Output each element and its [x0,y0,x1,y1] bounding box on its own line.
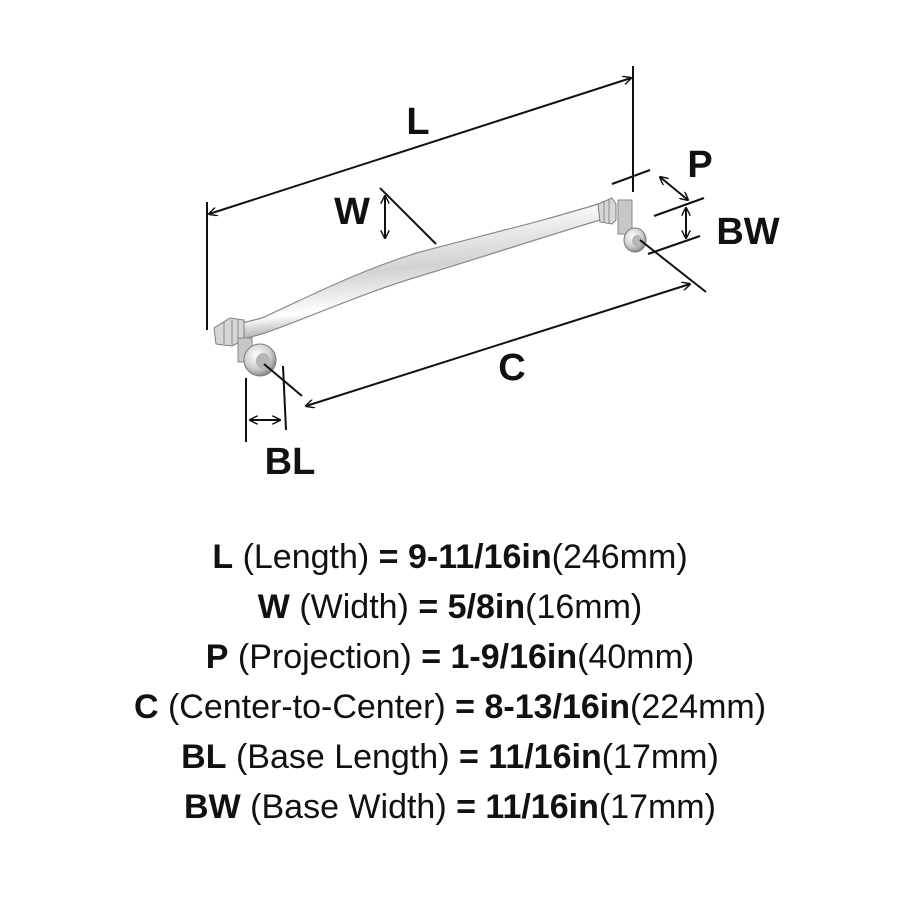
spec-equals: = [455,688,476,726]
spec-inch-value: 11/16in [488,738,602,776]
spec-inch-value: 11/16in [485,788,599,826]
spec-code: P [205,638,229,676]
spec-name: (Base Width) [250,788,447,826]
dimension-center-to-center: C [263,239,707,406]
spec-code: L [212,538,234,576]
handle-bar [237,203,613,341]
spec-row-center-to-center: C (Center-to-Center) = 8-13/16in(224mm) [0,682,900,732]
spec-code: BW [184,788,241,826]
label-bl: BL [265,441,316,483]
spec-code: C [133,688,159,726]
spec-inch-value: 1-9/16in [450,638,578,676]
spec-mm-value: (246mm) [551,538,688,576]
label-c: C [498,347,525,389]
handle-dimension-diagram: L W P BW C BL [206,66,780,483]
spec-name: (Center-to-Center) [167,688,446,726]
dimension-length: L [206,66,634,330]
spec-row-base-length: BL (Base Length) = 11/16in(17mm) [0,732,900,782]
spec-code: BL [181,738,227,776]
spec-equals: = [456,788,476,826]
dimension-projection: P [611,144,713,200]
spec-mm-value: (17mm) [601,738,719,776]
spec-inch-value: 8-13/16in [484,688,631,726]
spec-row-width: W (Width) = 5/8in(16mm) [0,582,900,632]
left-collar [213,317,245,347]
spec-code: W [257,588,290,626]
spec-row-length: L (Length) = 9-11/16in(246mm) [0,532,900,582]
spec-equals: = [458,738,479,776]
spec-mm-value: (16mm) [525,588,643,626]
dimension-base-length: BL [245,365,316,483]
label-w: W [334,191,370,233]
spec-equals: = [421,638,442,676]
dimension-width: W [334,187,437,245]
spec-mm-value: (224mm) [630,688,767,726]
spec-inch-value: 9-11/16in [407,538,552,576]
dimension-specs-list: L (Length) = 9-11/16in(246mm) W (Width) … [0,532,900,832]
right-post [617,199,647,253]
spec-name: (Width) [299,588,409,626]
label-p: P [687,144,712,186]
spec-mm-value: (40mm) [577,638,695,676]
spec-name: (Length) [242,538,370,576]
spec-equals: = [378,538,399,576]
spec-name: (Base Length) [235,738,450,776]
cabinet-pull-handle [213,197,647,377]
spec-equals: = [418,588,439,626]
dimension-base-width: BW [647,197,780,255]
spec-name: (Projection) [237,638,412,676]
spec-row-base-width: BW (Base Width) = 11/16in(17mm) [0,782,900,832]
label-bw: BW [716,211,779,253]
right-collar [597,197,617,225]
spec-row-projection: P (Projection) = 1-9/16in(40mm) [0,632,900,682]
label-l: L [406,101,429,143]
spec-mm-value: (17mm) [598,788,716,826]
spec-inch-value: 5/8in [447,588,526,626]
